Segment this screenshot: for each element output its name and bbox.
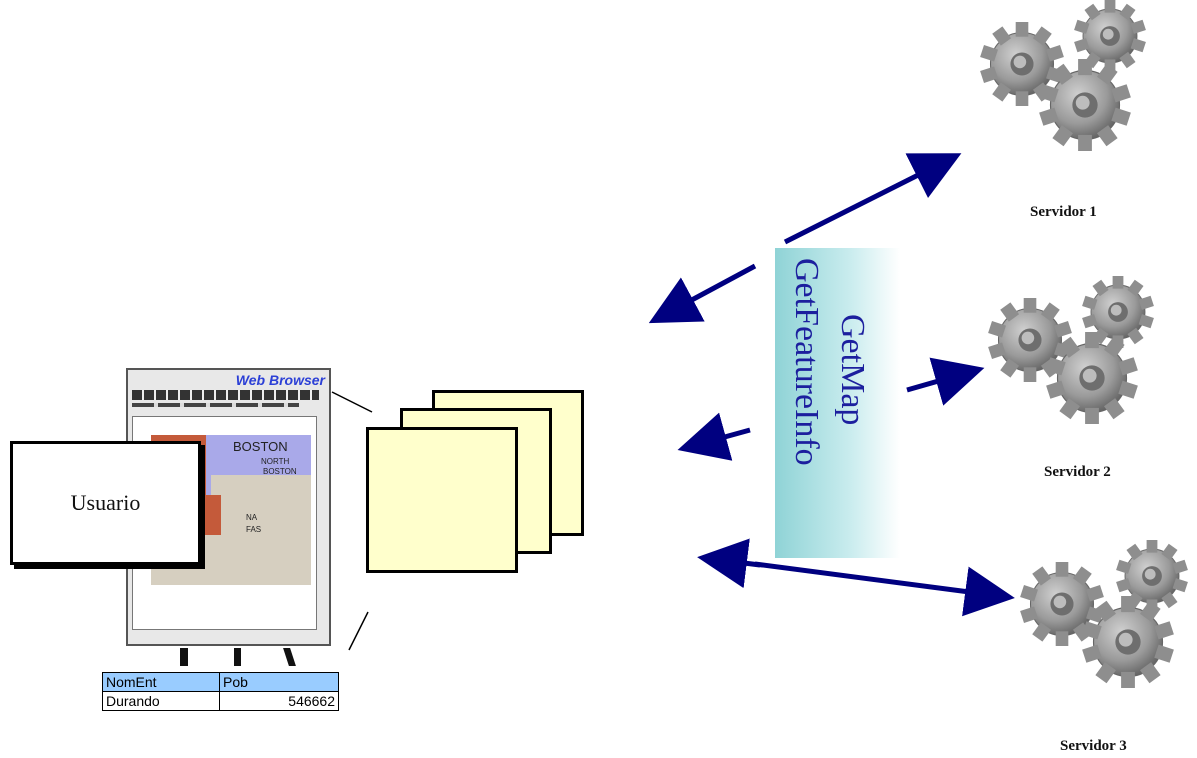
arrow-to-server-1 [783,153,962,245]
map-label-boston-2: BOSTON [263,467,297,476]
map-land [211,475,311,585]
browser-toolbar-secondary [132,403,299,407]
browser-toolbar [132,390,319,400]
easel-leg-center [234,648,241,666]
table-cell: 546662 [219,691,339,711]
server-2-gears-icon [987,275,1155,425]
table-header-cell: NomEnt [102,672,220,692]
table-row: Durando 546662 [102,691,339,711]
map-label-north: NORTH [261,457,290,466]
user-box: Usuario [10,441,201,565]
table-header-cell: Pob [219,672,339,692]
map-layer-sheet-front [366,427,518,573]
server-1-label: Servidor 1 [1030,204,1097,220]
map-label-na: NA [246,513,258,522]
server-3-label: Servidor 3 [1060,738,1127,754]
easel-leg-left [180,648,188,666]
request-types-box [775,248,900,558]
map-label-boston: BOSTON [233,439,288,454]
map-label-fas: FAS [246,525,262,534]
server-3-gears-icon [1019,539,1189,689]
arrow-from-server-1 [648,263,757,324]
request-types-text: GetMap GetFeatureInfo [787,258,887,558]
request-getmap: GetMap [834,314,871,426]
arrow-from-server-2 [677,412,751,461]
arrow-from-server-3 [697,538,761,589]
arrow-to-server-2 [906,357,985,406]
arrow-to-server-3 [754,561,1015,617]
table-cell: Durando [102,691,220,711]
server-1-gears-icon [979,0,1147,152]
feature-info-table: NomEnt Pob Durando 546662 [102,672,339,711]
connector-line-top [331,391,373,413]
table-header-row: NomEnt Pob [102,672,339,692]
browser-title: Web Browser [235,372,325,388]
request-getfeatureinfo: GetFeatureInfo [788,258,825,466]
user-label: Usuario [70,490,141,515]
connector-line-bottom [348,611,369,651]
server-2-label: Servidor 2 [1044,464,1111,480]
